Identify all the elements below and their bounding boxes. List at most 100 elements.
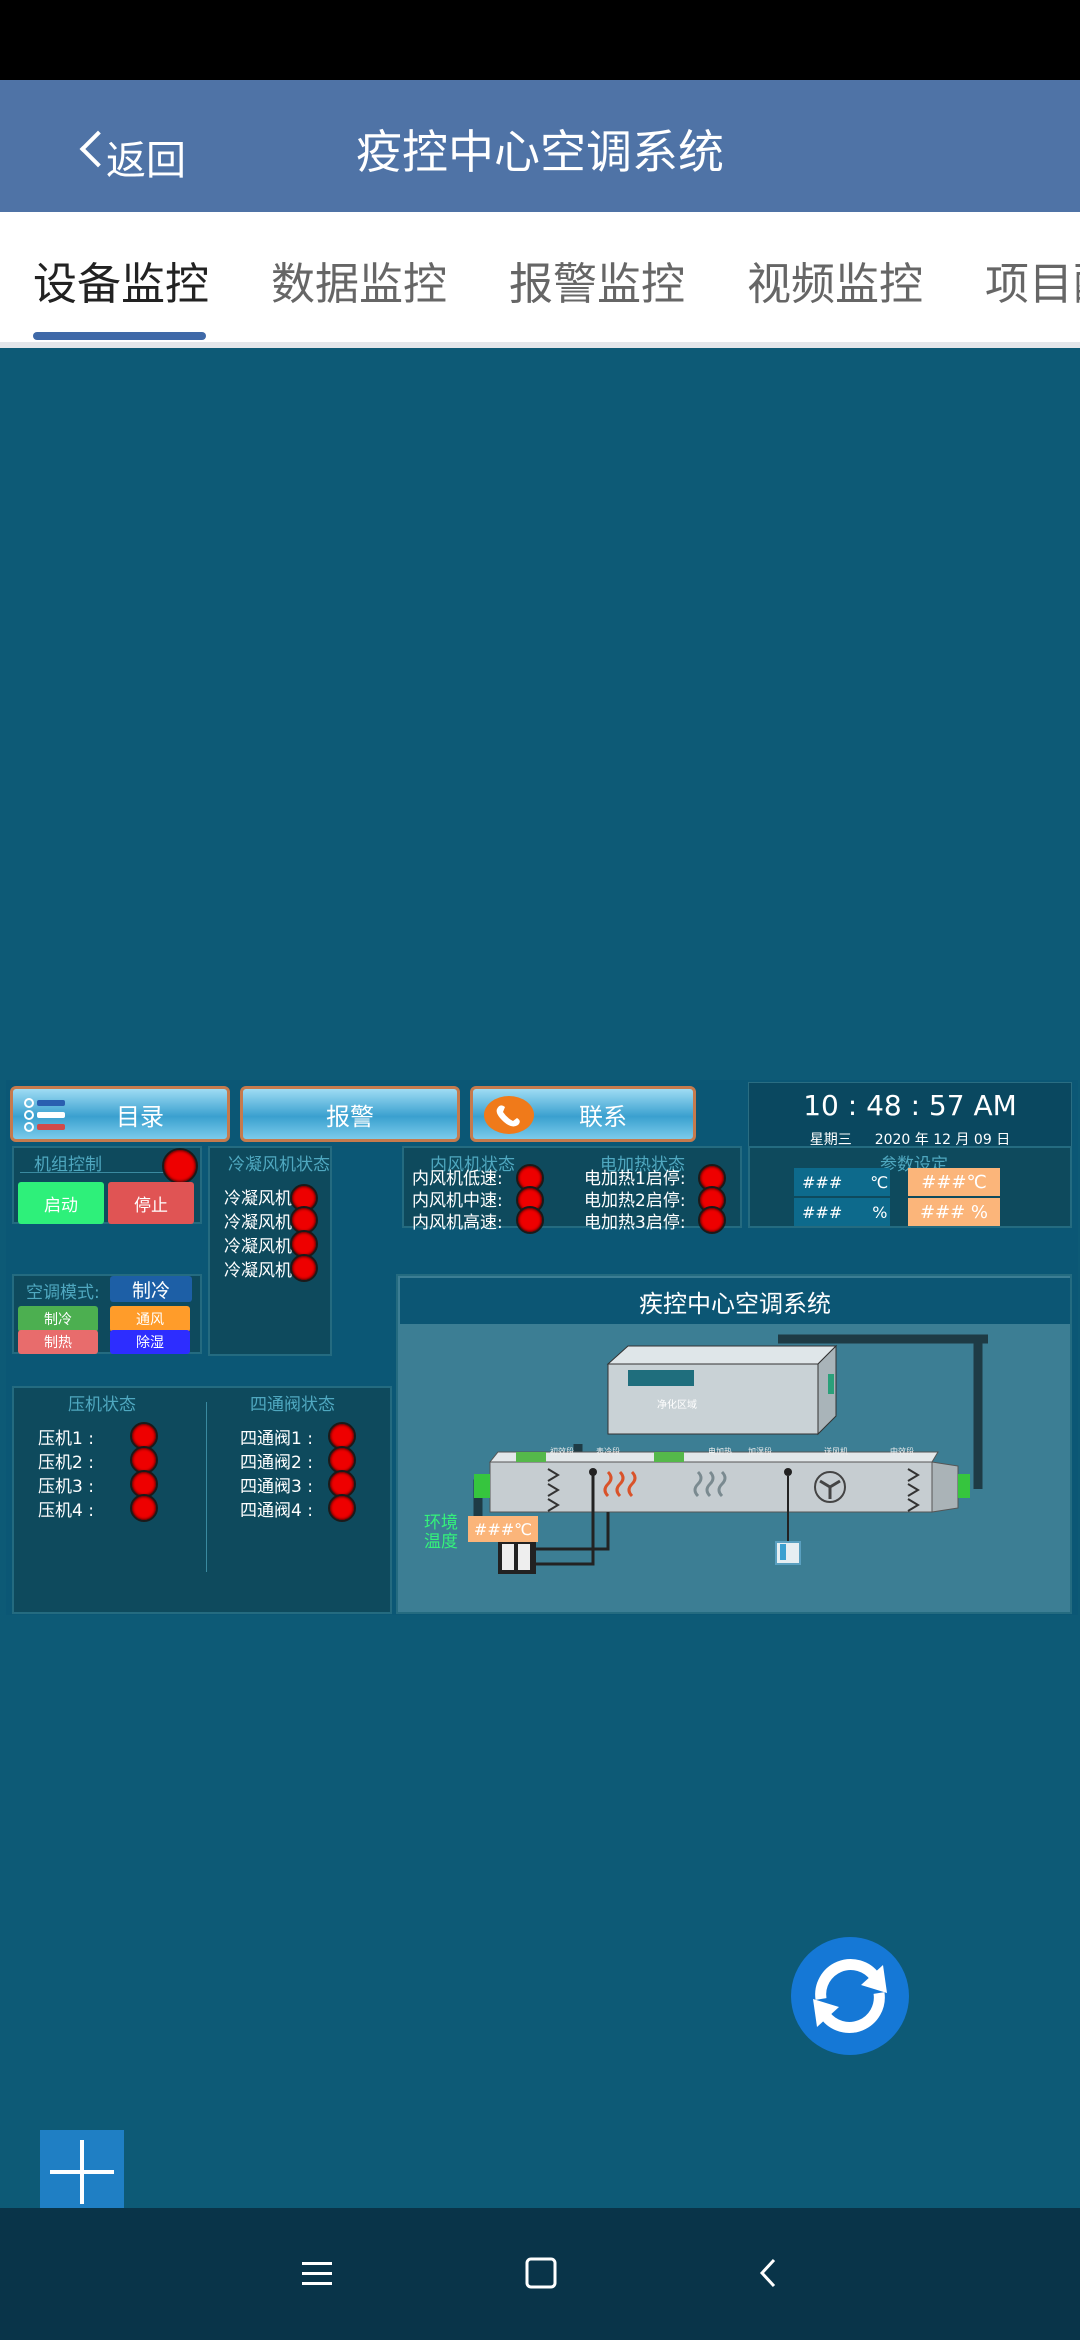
four-way-valve-3-label: 四通阀3 : (240, 1477, 313, 1497)
zoom-in-button[interactable] (40, 2130, 124, 2214)
four-way-valve-2-label: 四通阀2 : (240, 1453, 313, 1473)
unit-control-panel: 机组控制 启动 停止 (12, 1146, 202, 1224)
heater-1-label: 电加热1启停: (584, 1169, 686, 1189)
env-temp-label-line1: 环境 (424, 1513, 458, 1533)
ac-mode-label: 空调模式: (26, 1283, 100, 1303)
heater-3-label: 电加热3启停: (584, 1213, 686, 1233)
menu-button[interactable]: 目录 (10, 1086, 230, 1142)
phone-icon (484, 1096, 534, 1134)
tab-data-monitor[interactable]: 数据监控 (271, 259, 447, 310)
ac-mode-current: 制冷 (110, 1276, 192, 1302)
tab-device-monitor[interactable]: 设备监控 (33, 259, 209, 310)
env-temp-label-line2: 温度 (424, 1532, 458, 1552)
condenser-fan-title: 冷凝风机状态 (228, 1155, 330, 1175)
dehum-mode-button[interactable]: 除湿 (110, 1330, 190, 1354)
list-icon (24, 1098, 65, 1132)
compressor-valve-panel: 压机状态 四通阀状态 压机1 : 压机2 : 压机3 : 压机4 : 四通阀1 … (12, 1386, 392, 1614)
section-label-humidifier: 加湿段 (748, 1447, 772, 1456)
ac-mode-panel: 空调模式: 制冷 制冷 通风 制热 除湿 (12, 1274, 202, 1354)
compressor-1-led (130, 1422, 158, 1450)
refresh-icon (813, 1959, 887, 2033)
tab-project[interactable]: 项目配 (985, 259, 1080, 310)
temp-unit: ℃ (870, 1172, 889, 1192)
cool-mode-button[interactable]: 制冷 (18, 1306, 98, 1332)
alarm-label: 报警 (326, 1102, 374, 1131)
section-label-supply-fan: 送风机 (824, 1447, 848, 1456)
page-title: 疫控中心空调系统 (356, 125, 724, 179)
tab-bar: 设备监控 数据监控 报警监控 视频监控 项目配 (0, 212, 1080, 348)
humidity-setpoint-input[interactable]: ### % (908, 1198, 1000, 1226)
unit-status-led (162, 1148, 198, 1184)
compressor-title: 压机状态 (68, 1395, 136, 1415)
clock-date: 星期三 2020 年 12 月 09 日 (749, 1129, 1071, 1149)
heater-3-led (698, 1206, 726, 1234)
tab-alarm-monitor[interactable]: 报警监控 (509, 259, 685, 310)
clock-time: 10 : 48 : 57 AM (803, 1089, 1017, 1122)
contact-button[interactable]: 联系 (470, 1086, 696, 1142)
clean-zone-label: 净化区域 (657, 1400, 697, 1411)
inner-fan-high-led (516, 1206, 544, 1234)
compressor-3-label: 压机3 : (38, 1477, 94, 1497)
system-diagram-panel: 疾控中心空调系统 (396, 1274, 1072, 1614)
four-way-valve-title: 四通阀状态 (250, 1395, 335, 1415)
inner-fan-mid-label: 内风机中速: (412, 1191, 503, 1211)
env-temp-label: 环境 温度 (424, 1514, 458, 1552)
unit-control-title: 机组控制 (34, 1155, 102, 1175)
inner-fan-high-label: 内风机高速: (412, 1213, 503, 1233)
app-bar: 返回 疫控中心空调系统 (0, 80, 1080, 212)
back-button[interactable]: 返回 (30, 90, 210, 200)
compressor-4-led (130, 1494, 158, 1522)
ahu-diagram (473, 1334, 988, 1574)
section-label-medium-filter: 中效段 (890, 1447, 914, 1456)
humidity-unit: % (872, 1202, 888, 1222)
diagram-title: 疾控中心空调系统 (400, 1278, 1070, 1324)
temp-setpoint-input[interactable]: ###℃ (908, 1168, 1000, 1196)
divider (206, 1402, 207, 1572)
system-navigation-bar (0, 2208, 1080, 2340)
condenser-fan-3-led (290, 1230, 318, 1258)
hvac-hmi-panel: 目录 报警 联系 10 : 48 : 57 AM 星期三 2020 年 12 月… (6, 1080, 1078, 1615)
compressor-4-label: 压机4 : (38, 1501, 94, 1521)
four-way-valve-4-label: 四通阀4 : (240, 1501, 313, 1521)
back-label: 返回 (106, 138, 186, 184)
clock-panel: 10 : 48 : 57 AM 星期三 2020 年 12 月 09 日 (748, 1082, 1072, 1156)
vent-mode-button[interactable]: 通风 (110, 1306, 190, 1332)
temp-value-field: ### ℃ (794, 1168, 890, 1196)
humidity-value-field: ### % (794, 1198, 890, 1226)
recent-apps-icon[interactable] (300, 2256, 334, 2290)
back-nav-icon[interactable] (752, 2256, 786, 2290)
heater-2-label: 电加热2启停: (584, 1191, 686, 1211)
clock-weekday: 星期三 (809, 1132, 852, 1148)
section-label-cooling-coil: 表冷段 (596, 1447, 620, 1456)
clock-date-value: 2020 年 12 月 09 日 (874, 1132, 1011, 1148)
heater-title: 电加热状态 (600, 1155, 685, 1175)
four-way-valve-4-led (328, 1494, 356, 1522)
condenser-fan-panel: 冷凝风机状态 冷凝风机1 : 冷凝风机2 : 冷凝风机3 : 冷凝风机4 : (208, 1146, 332, 1356)
section-label-primary-filter: 初效段 (550, 1447, 574, 1456)
param-setting-panel: 参数设定 ### ℃ ###℃ ### % ### % (748, 1146, 1072, 1228)
four-way-valve-1-label: 四通阀1 : (240, 1429, 313, 1449)
humidity-value: ### (802, 1202, 843, 1222)
fan-heater-panel: 内风机状态 电加热状态 内风机低速: 内风机中速: 内风机高速: 电加热1启停:… (402, 1146, 742, 1234)
condenser-fan-2-led (290, 1206, 318, 1234)
refresh-button[interactable] (791, 1937, 909, 2055)
compressor-2-label: 压机2 : (38, 1453, 94, 1473)
heat-mode-button[interactable]: 制热 (18, 1330, 98, 1354)
menu-label: 目录 (116, 1102, 164, 1131)
alarm-button[interactable]: 报警 (240, 1086, 460, 1142)
temp-value: ### (802, 1172, 843, 1192)
section-label-electric-heater: 电加热 (708, 1447, 732, 1456)
start-button[interactable]: 启动 (18, 1182, 104, 1224)
home-icon[interactable] (524, 2256, 558, 2290)
plus-icon (50, 2140, 114, 2204)
inner-fan-low-label: 内风机低速: (412, 1169, 503, 1189)
divider (20, 1172, 190, 1173)
compressor-1-label: 压机1 : (38, 1429, 94, 1449)
active-tab-indicator (33, 332, 206, 340)
inner-fan-title: 内风机状态 (430, 1155, 515, 1175)
condenser-fan-4-led (290, 1254, 318, 1282)
tab-video-monitor[interactable]: 视频监控 (747, 259, 923, 310)
stop-button[interactable]: 停止 (108, 1182, 194, 1224)
contact-label: 联系 (579, 1102, 627, 1131)
env-temp-value: ###℃ (468, 1516, 538, 1542)
